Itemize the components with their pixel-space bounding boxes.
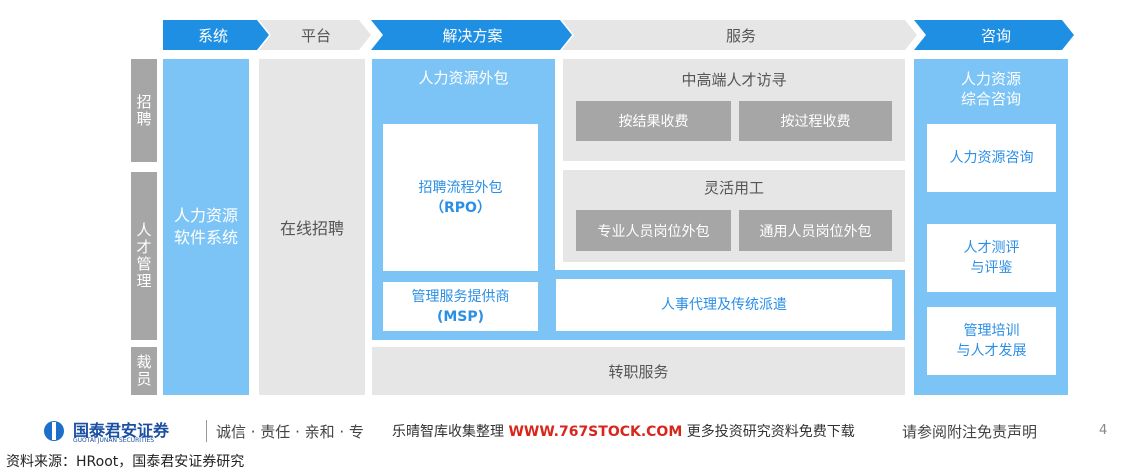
flex-title: 灵活用工	[703, 178, 764, 197]
header-chevrons	[163, 20, 1074, 50]
company-name: 国泰君安证券	[73, 421, 170, 440]
header-platform-shape	[259, 20, 371, 50]
source-note: 资料来源：HRoot，国泰君安证券研究	[6, 454, 245, 470]
assessment-line1: 人才测评	[963, 240, 1020, 256]
msp-line2: (MSP)	[436, 308, 485, 325]
transition-service-panel: 转职服务	[372, 347, 905, 395]
personnel-agency-box: 人事代理及传统派遣	[556, 279, 892, 331]
header-solution-shape	[371, 20, 572, 50]
training-line1: 管理培训	[963, 323, 1020, 339]
hr-consult-label: 人力资源咨询	[949, 150, 1034, 166]
hr-software-system-panel: 人力资源 软件系统	[163, 59, 249, 395]
by-process-box: 按过程收费	[739, 101, 892, 141]
assessment-line2: 与评鉴	[970, 260, 1013, 276]
hr-software-line2: 软件系统	[173, 228, 238, 247]
consult-title-line2: 综合咨询	[960, 90, 1021, 108]
header-service: 服务	[725, 26, 756, 45]
header-system: 系统	[197, 26, 228, 45]
rpo-line2: （RPO）	[430, 199, 491, 216]
slogan: 诚信 · 责任 · 亲和 · 专	[216, 423, 364, 441]
personnel-agency-label: 人事代理及传统派遣	[661, 297, 787, 313]
disclaimer: 请参阅附注免责声明	[902, 423, 1038, 441]
training-box: 管理培训 与人才发展	[927, 307, 1056, 375]
header-platform: 平台	[300, 26, 331, 45]
header-service-shape	[562, 20, 917, 50]
watermark-url: WWW.767STOCK.COM	[508, 424, 683, 440]
transition-service-label: 转职服务	[608, 362, 669, 381]
assessment-box: 人才测评 与评鉴	[927, 224, 1056, 292]
msp-line1: 管理服务提供商	[411, 288, 510, 305]
general-outsource-box: 通用人员岗位外包	[739, 210, 892, 251]
watermark-text-a: 乐晴智库收集整理	[392, 424, 504, 440]
row-label-recruit: 招聘	[131, 59, 157, 162]
row-label-talent: 人才管理	[131, 172, 157, 340]
header-system-shape	[163, 20, 269, 50]
header-consult: 咨询	[980, 26, 1011, 45]
watermark-text-b: 更多投资研究资料免费下载	[686, 424, 855, 440]
footer-divider	[206, 420, 207, 442]
online-recruit-label: 在线招聘	[279, 219, 344, 238]
header-consult-shape	[914, 20, 1074, 50]
by-result-box: 按结果收费	[576, 101, 731, 141]
rpo-box: 招聘流程外包 （RPO）	[383, 124, 538, 271]
pro-outsource-box: 专业人员岗位外包	[576, 210, 731, 251]
page-number: 4	[1099, 423, 1108, 438]
rpo-line1: 招聘流程外包	[418, 179, 503, 196]
consult-title-line1: 人力资源	[960, 70, 1021, 88]
row-label-layoff: 裁员	[131, 347, 157, 395]
company-name-en: GUOTAI JUNAN SECURITIES	[73, 437, 155, 444]
company-logo-icon	[41, 420, 67, 442]
watermark-line: 乐晴智库收集整理 WWW.767STOCK.COM 更多投资研究资料免费下载	[392, 421, 855, 441]
consult-title: 人力资源 综合咨询	[914, 66, 1068, 112]
msp-box: 管理服务提供商 (MSP)	[383, 282, 538, 331]
online-recruit-panel: 在线招聘	[259, 59, 365, 395]
headhunt-title: 中高端人才访寻	[681, 70, 787, 89]
header-solution: 解决方案	[442, 26, 503, 45]
hr-outsourcing-title: 人力资源外包	[418, 69, 509, 87]
hr-software-line1: 人力资源	[173, 206, 238, 225]
training-line2: 与人才发展	[956, 343, 1027, 359]
hr-consult-box: 人力资源咨询	[927, 124, 1056, 192]
